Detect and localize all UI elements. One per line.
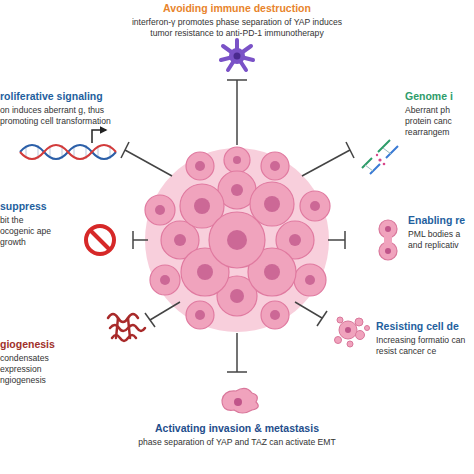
hallmark-heading: Avoiding immune destruction (128, 2, 346, 15)
hallmark-description: PML bodies a and replicativ (408, 229, 474, 251)
hallmark-node: roliferative signaling on induces aberran… (0, 90, 124, 127)
hallmark-node: Genome i Aberrant ph protein canc rearran… (405, 90, 474, 138)
hallmark-description: interferon-γ promotes phase separation o… (128, 17, 346, 39)
broken-dna-icon (362, 140, 398, 174)
hallmark-heading: Enabling re (408, 214, 474, 227)
hallmark-node: giogenesis condensates expression ngiogen… (0, 338, 70, 386)
hallmark-node: Resisting cell de Increasing formatio can… (376, 320, 474, 357)
prohibition-icon (86, 226, 114, 254)
dna-icon (20, 130, 116, 159)
apoptotic-cell-icon (335, 317, 370, 347)
dividing-cell-icon (379, 220, 397, 260)
hallmark-description: on induces aberrant g, thus promoting ce… (0, 105, 124, 127)
hallmark-description: condensates expression ngiogenesis (0, 353, 70, 386)
hallmark-node: Avoiding immune destruction interferon-γ … (128, 2, 346, 39)
immune-cell-icon (221, 40, 253, 70)
inhibition-lines (121, 80, 354, 372)
hallmark-heading: Resisting cell de (376, 320, 474, 333)
hallmark-heading: Genome i (405, 90, 474, 103)
tumor-cluster (145, 147, 330, 332)
hallmark-heading: giogenesis (0, 338, 70, 351)
hallmark-node: Enabling re PML bodies a and replicativ (408, 214, 474, 251)
blood-vessel-icon (108, 314, 145, 341)
invading-cell-icon (222, 388, 258, 413)
hallmark-heading: roliferative signaling (0, 90, 124, 103)
hallmark-heading: Activating invasion & metastasis (128, 422, 346, 435)
hallmark-description: Aberrant ph protein canc rearrangem (405, 105, 474, 138)
hallmark-description: Increasing formatio can resist cancer ce (376, 335, 474, 357)
hallmark-description: bit the ocogenic ape growth (0, 215, 52, 248)
hallmark-node: Activating invasion & metastasis phase se… (128, 422, 346, 448)
hallmark-node: suppress bit the ocogenic ape growth (0, 200, 52, 248)
hallmark-heading: suppress (0, 200, 52, 213)
hallmark-description: phase separation of YAP and TAZ can acti… (128, 437, 346, 448)
